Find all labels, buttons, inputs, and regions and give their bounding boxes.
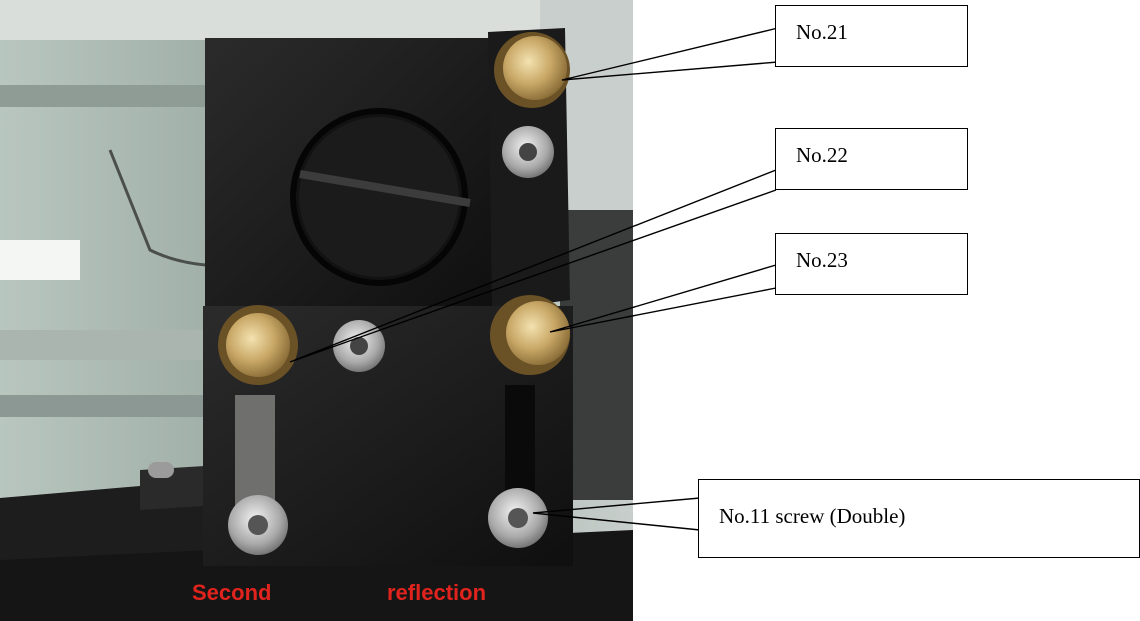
callout-no21-label: No.21 [796, 20, 848, 44]
brass-knob-no22 [218, 305, 298, 385]
brass-knob-no23 [490, 295, 570, 375]
photo-caption-reflection: reflection [387, 580, 487, 605]
brass-knob-no21 [494, 32, 570, 108]
callout-no21: No.21 [775, 5, 968, 67]
hex-screw-bottom-right [488, 488, 548, 548]
callout-no22: No.22 [775, 128, 968, 190]
callout-no11-label: No.11 screw (Double) [719, 504, 906, 528]
mirror-mount [203, 28, 573, 566]
small-screw [148, 462, 174, 478]
callout-no11: No.11 screw (Double) [698, 479, 1140, 558]
hex-screw-bottom-left [228, 495, 288, 555]
photo-caption-second: Second [192, 580, 272, 605]
callout-no22-label: No.22 [796, 143, 848, 167]
callout-leaders [289, 27, 779, 531]
hex-screw-upper [502, 126, 554, 178]
callout-no23-label: No.23 [796, 248, 848, 272]
callout-no23: No.23 [775, 233, 968, 295]
